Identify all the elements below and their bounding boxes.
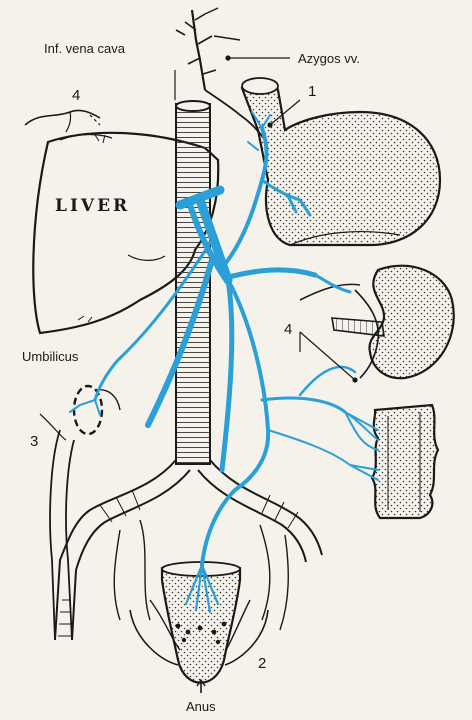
kidney bbox=[299, 264, 455, 380]
inferior-vena-cava-label: Inf. vena cava bbox=[44, 41, 125, 56]
azygos-veins-label: Azygos vv. bbox=[298, 51, 360, 66]
leader-lines bbox=[39, 55, 358, 441]
site-1-number: 1 bbox=[308, 83, 317, 100]
site-4-kidney-number: 4 bbox=[284, 321, 293, 338]
umbilicus-label: Umbilicus bbox=[22, 349, 79, 364]
descending-colon bbox=[370, 403, 440, 520]
site-4-liver-number: 4 bbox=[72, 87, 81, 104]
portal-venous-system bbox=[69, 111, 379, 614]
stomach bbox=[240, 77, 442, 247]
site-2-number: 2 bbox=[258, 655, 267, 672]
anus-label: Anus bbox=[186, 699, 216, 714]
liver-surface-veins bbox=[24, 109, 101, 133]
liver-label: LIVER bbox=[55, 196, 131, 216]
liver bbox=[32, 131, 220, 335]
site-3-number: 3 bbox=[30, 433, 39, 450]
